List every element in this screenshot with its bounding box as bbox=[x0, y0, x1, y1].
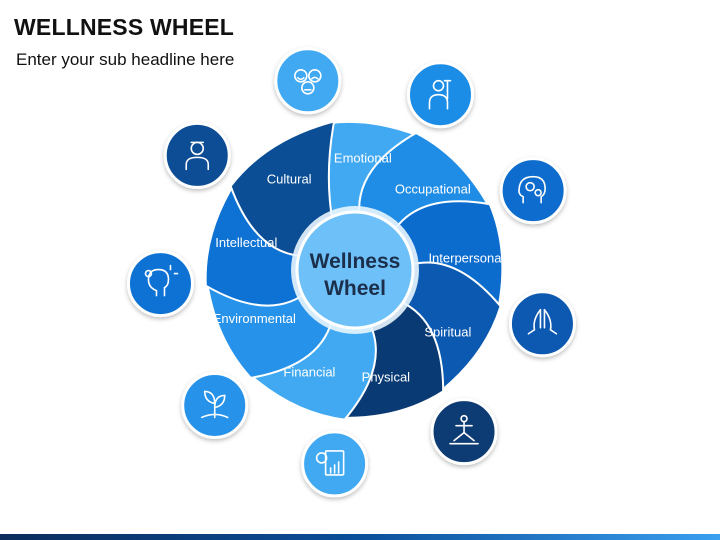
wheel-labels: EmotionalOccupationalInterpersonalSpirit… bbox=[213, 150, 505, 384]
wheel-segments bbox=[203, 120, 504, 421]
report-icon bbox=[301, 430, 369, 498]
wheel-icons bbox=[126, 47, 576, 498]
center-hub: Wellness Wheel bbox=[291, 206, 419, 334]
segment-label-environmental: Environmental bbox=[213, 311, 296, 326]
person-icon bbox=[163, 121, 231, 189]
segment-label-emotional: Emotional bbox=[334, 150, 392, 165]
page-subtitle: Enter your sub headline here bbox=[16, 50, 235, 69]
idea-head-icon bbox=[126, 250, 194, 318]
segment-label-occupational: Occupational bbox=[395, 181, 471, 196]
worker-icon bbox=[406, 61, 474, 129]
center-title-line2: Wheel bbox=[324, 277, 386, 300]
segment-label-intellectual: Intellectual bbox=[215, 235, 277, 250]
segment-label-spiritual: Spiritual bbox=[424, 325, 471, 340]
segment-label-cultural: Cultural bbox=[267, 171, 312, 186]
center-circle bbox=[295, 210, 415, 330]
segment-cultural bbox=[229, 120, 336, 258]
center-title-line1: Wellness bbox=[310, 250, 401, 273]
plant-icon bbox=[181, 371, 249, 439]
segment-label-interpersonal: Interpersonal bbox=[428, 250, 504, 265]
page-title: WELLNESS WHEEL bbox=[14, 14, 235, 40]
segment-label-physical: Physical bbox=[362, 370, 411, 385]
praying-hands-icon bbox=[508, 290, 576, 358]
head-gears-icon bbox=[499, 157, 567, 225]
footer-accent-bar bbox=[0, 534, 720, 540]
faces-icon bbox=[274, 47, 342, 115]
segment-label-financial: Financial bbox=[283, 364, 335, 379]
yoga-icon bbox=[430, 398, 498, 466]
